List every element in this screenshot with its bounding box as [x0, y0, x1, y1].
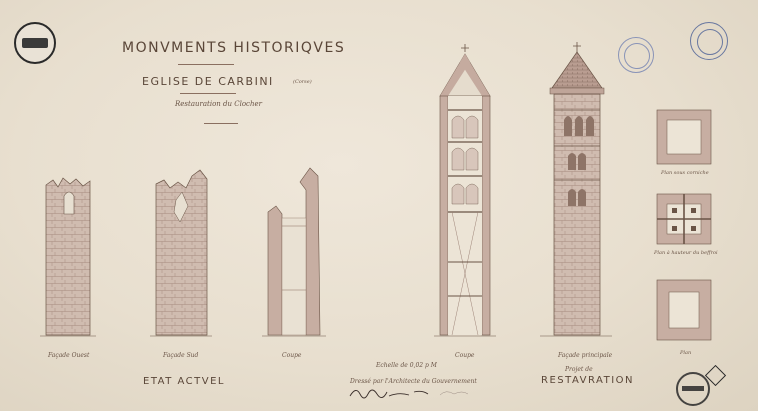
coupe-restored-drawing: [434, 44, 496, 337]
subtitle-rule: [180, 93, 236, 94]
plan-sous-corniche-drawing: [656, 109, 712, 165]
facade-principale-drawing: [540, 42, 612, 337]
section-etat-actuel: ETAT ACTVEL: [143, 376, 225, 387]
coupe-ruin-drawing: [262, 167, 326, 337]
caption-facade-ouest: Façade Ouest: [48, 352, 90, 359]
plan-drawing: [656, 279, 712, 341]
archive-stamp-top-left: [14, 22, 56, 64]
caption-facade-principale: Façade principale: [558, 352, 613, 359]
caption-coupe-ruin: Coupe: [282, 352, 302, 359]
caption-plan: Plan: [680, 350, 692, 356]
section-restauration: RESTAVRATION: [541, 375, 635, 386]
archive-stamp-bottom-right: [676, 372, 710, 406]
signature: [349, 389, 429, 399]
title-rule: [178, 64, 234, 65]
archive-stamp-blue-2: [690, 22, 728, 60]
caption-plan-sous-corniche: Plan sous corniche: [661, 170, 709, 176]
archive-stamp-blue: [618, 37, 654, 73]
facade-sud-drawing: [150, 169, 212, 337]
caption-plan-beffroi: Plan à hauteur du beffroi: [654, 250, 718, 256]
section-projet-de: Projet de: [565, 366, 593, 373]
region-note: (Corse): [293, 79, 312, 85]
caption-coupe-restored: Coupe: [455, 352, 475, 359]
caption-facade-sud: Façade Sud: [163, 352, 199, 359]
church-name: EGLISE DE CARBINI: [142, 75, 274, 88]
plan-beffroi-drawing: [656, 193, 712, 245]
main-title: MONVMENTS HISTORIQVES: [122, 40, 346, 56]
facade-ouest-drawing: [40, 177, 96, 337]
signature-pencil-note: [439, 391, 469, 396]
caption-rule: [204, 123, 238, 124]
architect-note: Dressé par l'Architecte du Gouvernement: [350, 378, 477, 385]
scale-note: Echelle de 0,02 p M: [376, 362, 437, 369]
drawing-caption: Restauration du Clocher: [175, 100, 262, 108]
